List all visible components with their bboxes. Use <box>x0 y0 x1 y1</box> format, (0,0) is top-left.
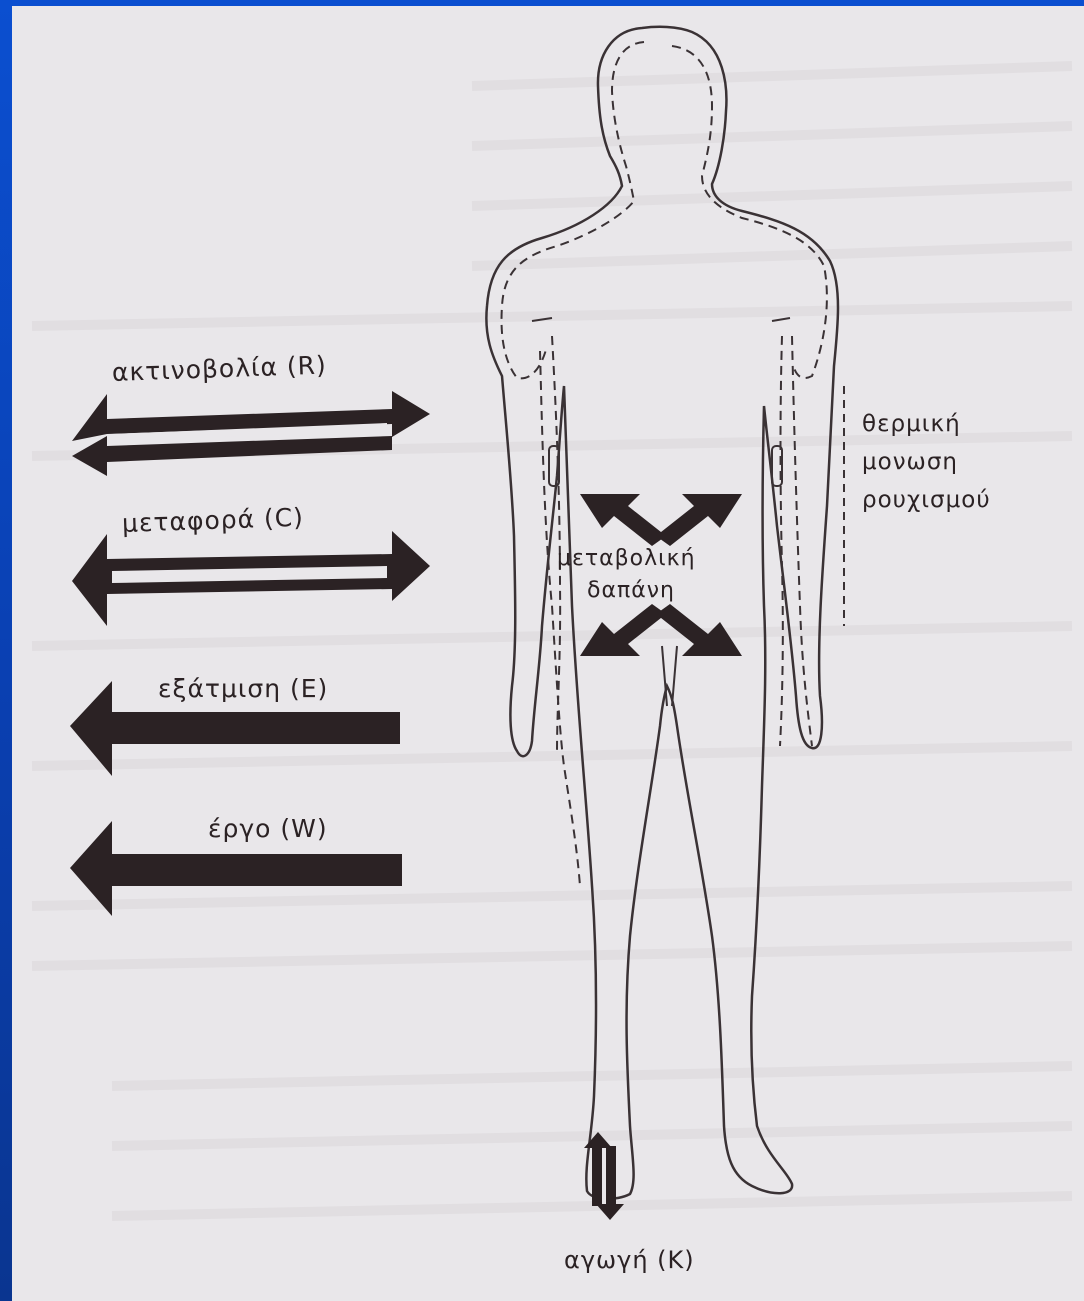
diagram-paper: ακτινοβολία (R) μεταφορά (C) εξάτμιση (Ε… <box>12 6 1084 1301</box>
evaporation-label: εξάτμιση (Ε) <box>158 674 328 703</box>
insulation-label-line2: μονωση <box>862 449 958 475</box>
convection-arrow <box>72 531 430 626</box>
heat-exchange-diagram <box>12 6 1084 1301</box>
work-label: έργο (W) <box>208 814 328 843</box>
insulation-label-line1: θερμική <box>862 411 961 437</box>
radiation-arrow <box>72 391 430 476</box>
metabolic-label-line2: δαπάνη <box>587 578 675 603</box>
conduction-label: αγωγή (Κ) <box>564 1246 695 1274</box>
insulation-label-line3: ρουχισμού <box>862 487 991 513</box>
metabolic-label-line1: μεταβολική <box>557 546 696 571</box>
background-texture <box>32 66 1072 1216</box>
cuff-details <box>532 318 790 706</box>
